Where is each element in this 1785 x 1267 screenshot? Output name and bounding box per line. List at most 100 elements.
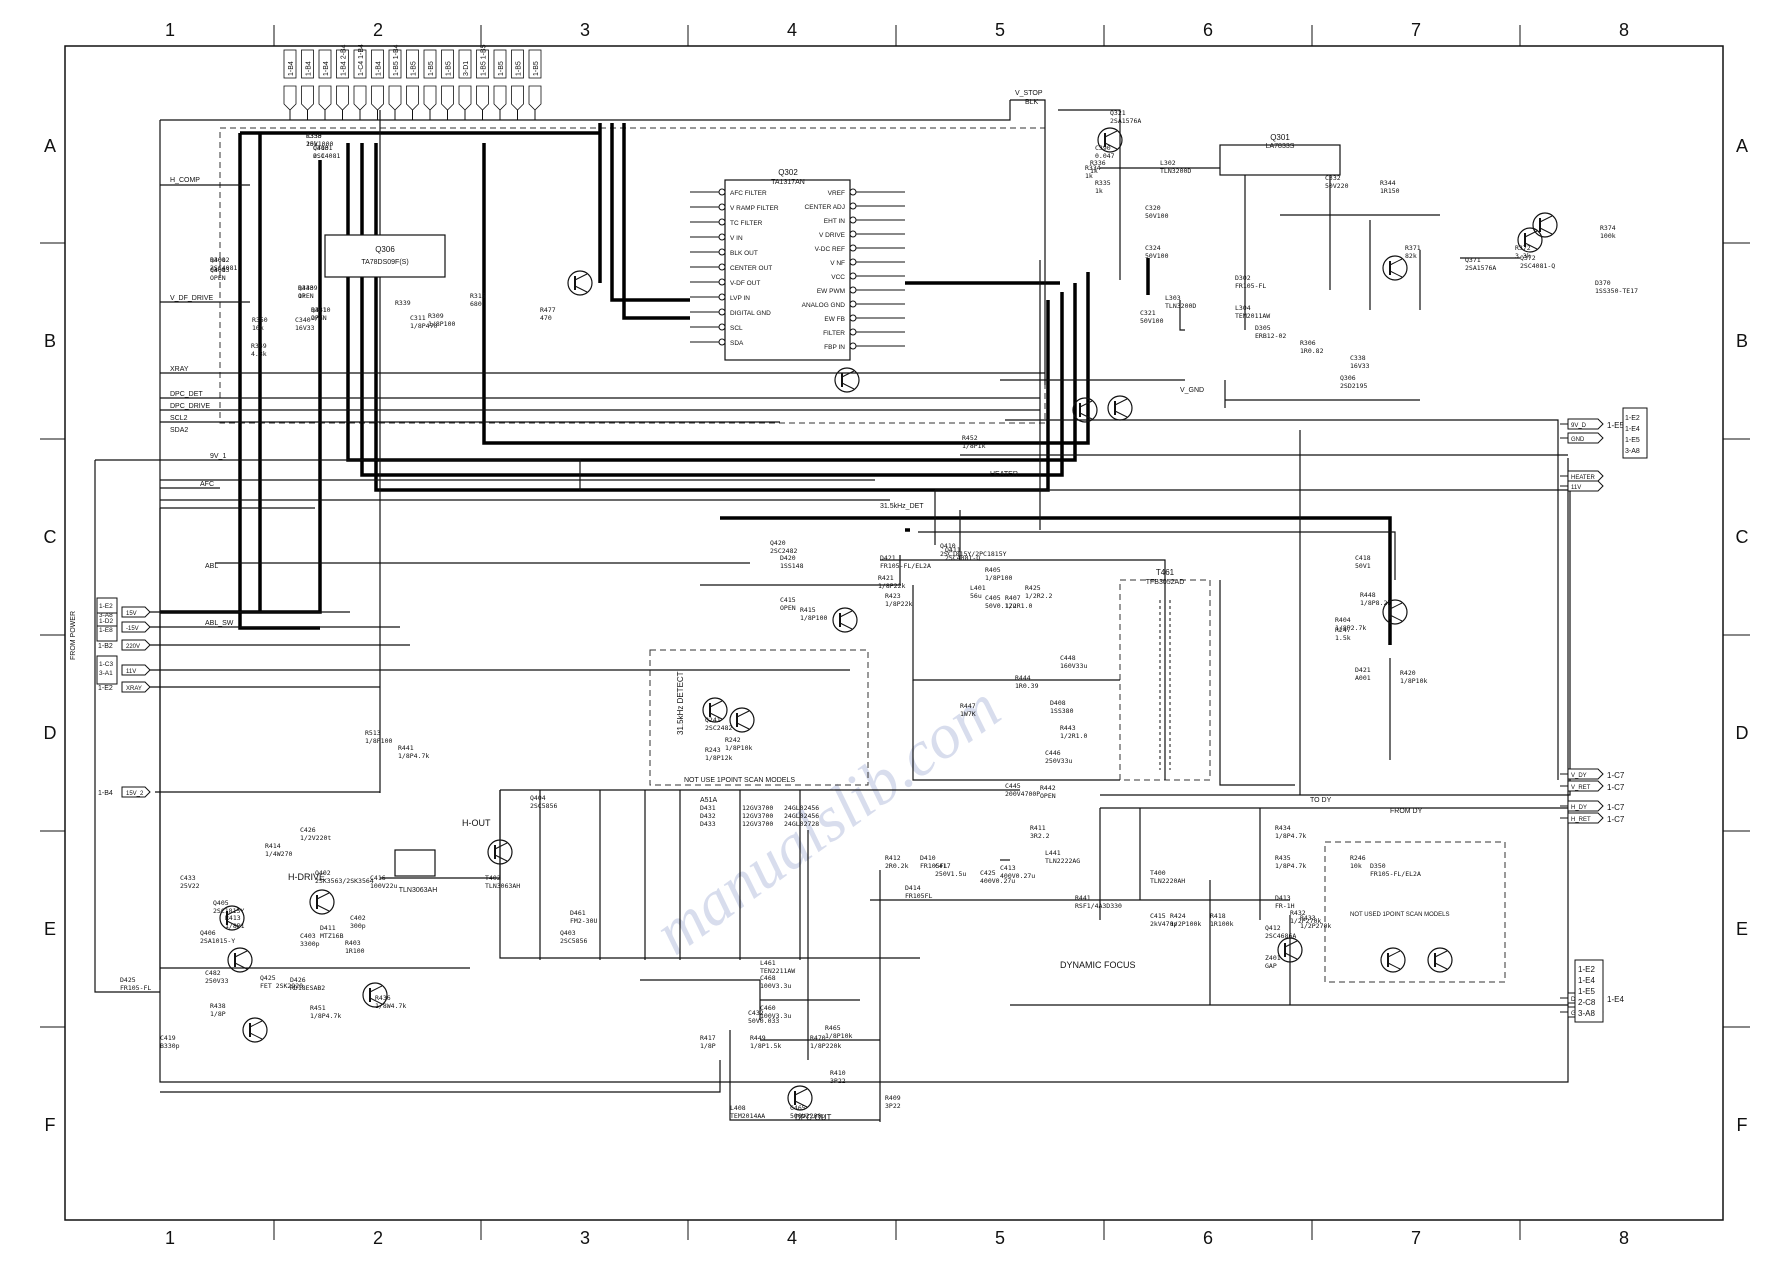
- component-value: 1/8P22k: [878, 582, 905, 590]
- component-value: 1/8P: [700, 1042, 716, 1050]
- outer-frame: [64, 45, 1724, 1221]
- transistor-emitter: [1434, 962, 1448, 970]
- top-connector-label: 1-B5: [533, 61, 540, 76]
- right-connector-tag: [1567, 470, 1604, 482]
- right-ref-top-item: 3-A8: [1625, 448, 1640, 455]
- component-ref: R306: [1300, 339, 1316, 347]
- component-ref: R339: [395, 299, 411, 307]
- transistor-collector: [369, 985, 383, 993]
- transistor-collector: [1389, 258, 1403, 266]
- component-value: 2SA1576A: [1110, 117, 1141, 125]
- transistor-collector: [1389, 602, 1403, 610]
- component-value: TEM2011AW: [1235, 312, 1270, 320]
- component-ref: R247: [1335, 626, 1351, 634]
- q302-pin-left: [718, 248, 726, 256]
- left-connector-ref: 3-A8: [99, 612, 113, 619]
- left-connector-signal: 15V_2: [126, 791, 144, 797]
- component-ref: Q4309: [298, 284, 318, 292]
- component-ref: L303: [1165, 294, 1181, 302]
- component-value: 1k: [1090, 167, 1098, 175]
- component-ref: Q412: [1265, 924, 1281, 932]
- right-ref-item: 1-E5: [1578, 987, 1595, 996]
- col-label-bottom-7: 7: [1411, 1228, 1421, 1248]
- component-value: 160V33u: [1060, 662, 1087, 670]
- component-ref: R410: [830, 1069, 846, 1077]
- col-label-bottom-2: 2: [373, 1228, 383, 1248]
- component-ref: D305: [1255, 324, 1271, 332]
- right-connector-ref: 1-C7: [1607, 783, 1625, 792]
- component-value: 1R100: [345, 947, 365, 955]
- top-connector-label: 1-B4: [376, 61, 383, 76]
- component-ref: R436: [375, 994, 391, 1002]
- row-label-right-B: B: [1736, 331, 1748, 351]
- component-value: 1/8P100: [800, 614, 827, 622]
- transistor-symbol: [834, 367, 860, 393]
- table-a51a-cell: 24GL02456: [784, 812, 819, 820]
- component-value: 2kV470p: [1150, 920, 1177, 928]
- transistor-symbol: [1517, 227, 1543, 253]
- label-to-dy: TO DY: [1310, 797, 1332, 804]
- component-value: TLN3200D: [1160, 167, 1191, 175]
- q302-pin-right: [849, 216, 857, 224]
- q302-pin-right-label: ANALOG GND: [802, 302, 846, 309]
- component-ref: C415: [780, 596, 796, 604]
- q302-pin-left: [718, 323, 726, 331]
- component-value: 1/8P12k: [705, 754, 732, 762]
- top-connector-label: 3-D1: [463, 61, 470, 76]
- component-ref: R335: [1095, 179, 1111, 187]
- component-labels: R33310kC3130.1R301C301R3431kR3412/4R3501…: [120, 109, 1638, 1120]
- top-connector-arrow: [353, 85, 367, 111]
- component-ref: Q403: [560, 929, 576, 937]
- component-ref: R412: [885, 854, 901, 862]
- left-connector-signal: 11V: [126, 669, 136, 675]
- component-value: 2SC4081: [313, 152, 340, 160]
- component-value: 1/8P100: [428, 320, 455, 328]
- component-value: 1/2R1.0: [1060, 732, 1087, 740]
- component-value: 680: [470, 300, 482, 308]
- transistor-emitter: [249, 1032, 263, 1040]
- component-value: 1/8P8.2k: [1360, 599, 1391, 607]
- transistor-emitter: [709, 712, 723, 720]
- component-ref: C425: [980, 869, 996, 877]
- component-value: GAP: [1265, 962, 1277, 970]
- component-ref: D410: [920, 854, 936, 862]
- right-ref-box-frame: [1574, 959, 1604, 1023]
- svg-text:Q302: Q302: [778, 168, 798, 177]
- component-value: 50V0.033: [748, 1017, 779, 1025]
- label-khz-detect: 31.5kHz DETECT: [676, 671, 685, 735]
- transistor-symbol: [729, 707, 755, 733]
- top-connector-arrow: [458, 85, 472, 111]
- component-value: 2SC4081-Q: [945, 554, 980, 562]
- signal-h-comp: H_COMP: [170, 177, 200, 184]
- transistor-emitter: [1284, 952, 1298, 960]
- q302-pin-left-label: SCL: [730, 325, 743, 332]
- col-label-top-8: 8: [1619, 20, 1629, 40]
- transistor-emitter: [234, 962, 248, 970]
- top-connector-label: 1-B5: [428, 61, 435, 76]
- top-connector-arrow: [528, 85, 542, 111]
- component-ref: R470: [810, 1034, 826, 1042]
- left-connector-ref: 3-A1: [99, 670, 113, 677]
- component-value: 10k: [1350, 862, 1362, 870]
- svg-text:Q301: Q301: [1270, 133, 1290, 142]
- transistor-symbol: [567, 270, 593, 296]
- component-ref: R403: [345, 939, 361, 947]
- transformer-t461: T461 TFB3052AD: [1146, 568, 1184, 770]
- component-value: 1/8P22k: [885, 600, 912, 608]
- transistor-collector: [249, 1020, 263, 1028]
- top-connector-label: 1-B5 1-B4: [393, 44, 400, 76]
- component-value: 1/8P10k: [1400, 677, 1427, 685]
- component-ref: D413: [1275, 894, 1291, 902]
- q302-pin-left: [718, 203, 726, 211]
- component-ref: R414: [265, 842, 281, 850]
- right-connector-tag: [1567, 800, 1604, 812]
- col-label-top-3: 3: [580, 20, 590, 40]
- transistor-emitter: [736, 722, 750, 730]
- component-ref: R420: [1400, 669, 1416, 677]
- label-h-drive: H-DRIVE: [288, 872, 325, 882]
- component-ref: Q425: [260, 974, 276, 982]
- col-label-top-7: 7: [1411, 20, 1421, 40]
- label-not-used-1: NOT USE 1POINT SCAN MODELS: [684, 777, 795, 784]
